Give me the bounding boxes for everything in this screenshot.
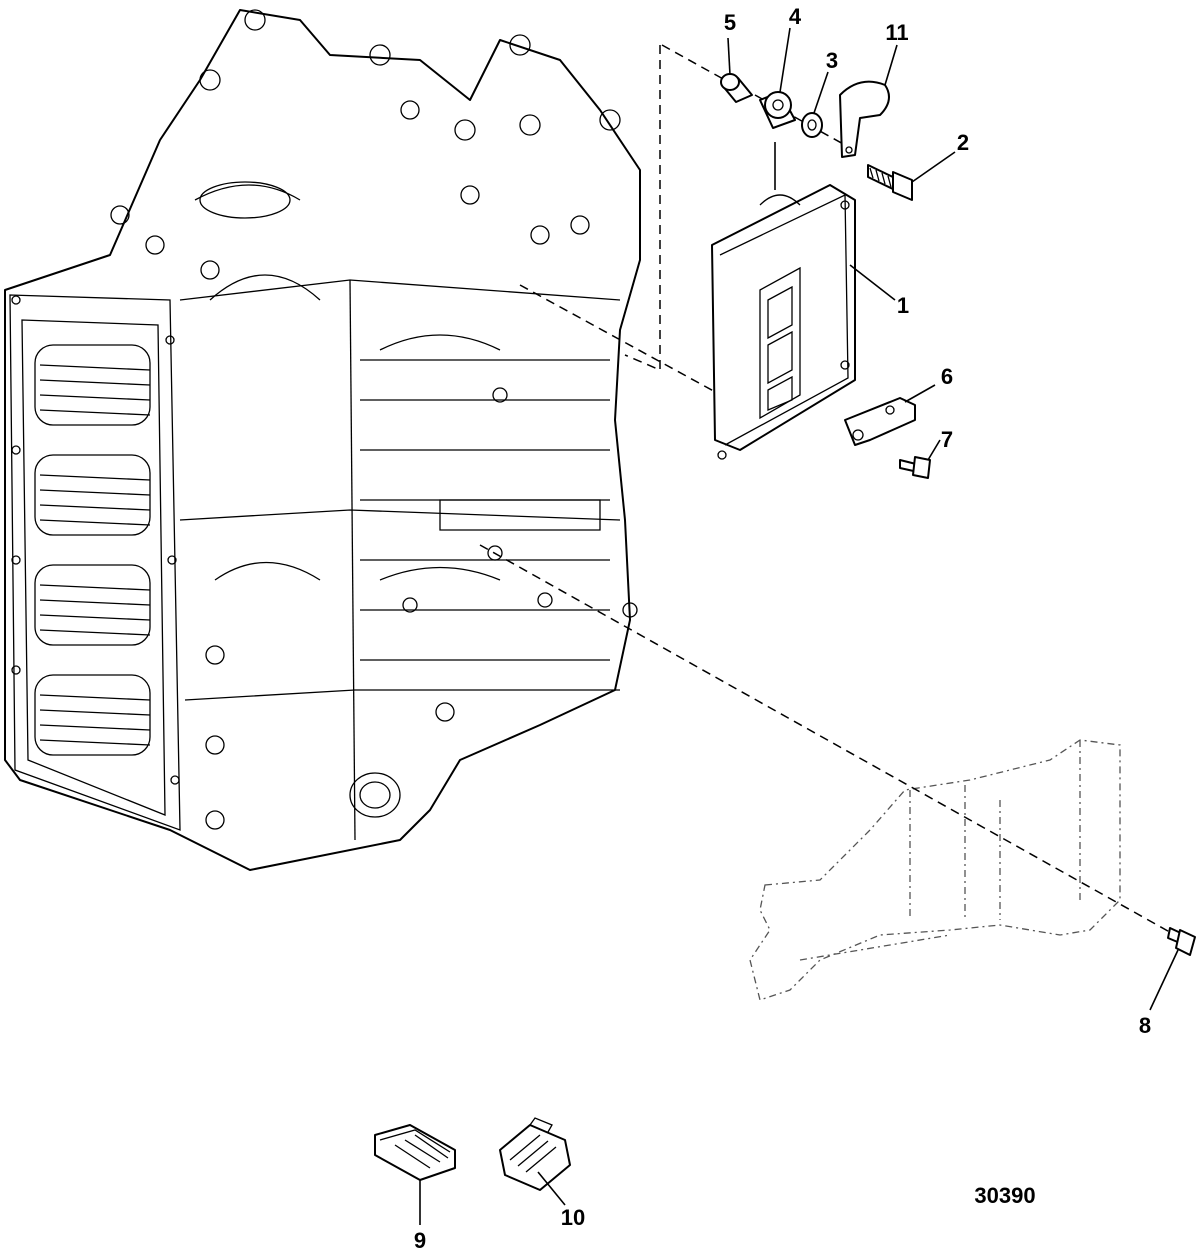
callout-1: 1	[897, 293, 909, 318]
callout-9: 9	[414, 1228, 426, 1250]
ecm-module	[711, 184, 856, 460]
callout-11: 11	[885, 20, 908, 45]
grommet-4	[759, 91, 796, 129]
connector-10	[499, 1117, 571, 1191]
sleeve-5	[720, 73, 753, 103]
callout-6: 6	[941, 364, 953, 389]
connector-9	[374, 1124, 456, 1181]
ghost-bracket	[749, 739, 1121, 1001]
engine-block	[4, 9, 641, 871]
cable-clamp-11	[839, 80, 890, 158]
top-bosses	[110, 9, 638, 830]
gasket-bolt-holes	[11, 295, 180, 785]
callout-7: 7	[941, 427, 953, 452]
figure-number: 30390	[974, 1183, 1035, 1208]
callout-10: 10	[561, 1205, 585, 1230]
ground-strap-6	[844, 397, 916, 446]
callout-8: 8	[1139, 1013, 1151, 1038]
callout-2: 2	[957, 130, 969, 155]
washer-3	[801, 112, 823, 138]
port-openings	[34, 344, 151, 756]
callout-4: 4	[789, 4, 802, 29]
bolt-2	[867, 164, 913, 201]
screw-7	[899, 456, 931, 479]
leader-lines	[419, 27, 1179, 1225]
screw-8	[1167, 927, 1196, 956]
callout-3: 3	[826, 48, 838, 73]
callout-labels: 1 2 3 4 5 6 7 8 9 10 11	[414, 4, 1151, 1250]
callout-5: 5	[724, 10, 736, 35]
